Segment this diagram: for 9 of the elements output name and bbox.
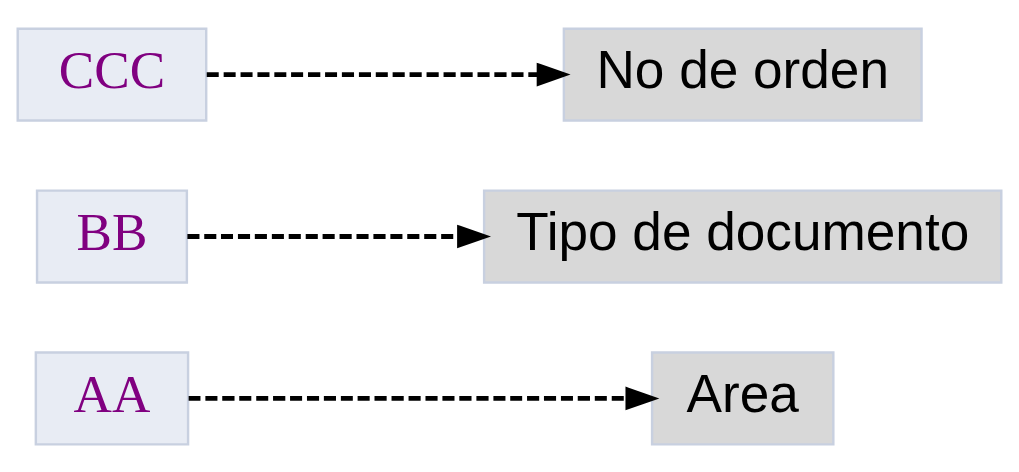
node-box: AA (34, 350, 190, 446)
arrow (188, 386, 660, 410)
node-box: No de orden (562, 26, 923, 122)
node-box: Area (650, 350, 835, 446)
arrow (187, 224, 491, 248)
node-box: BB (35, 188, 189, 284)
node-box: Tipo de documento (482, 188, 1003, 284)
arrow (206, 62, 571, 86)
node-box: CCC (16, 26, 208, 122)
